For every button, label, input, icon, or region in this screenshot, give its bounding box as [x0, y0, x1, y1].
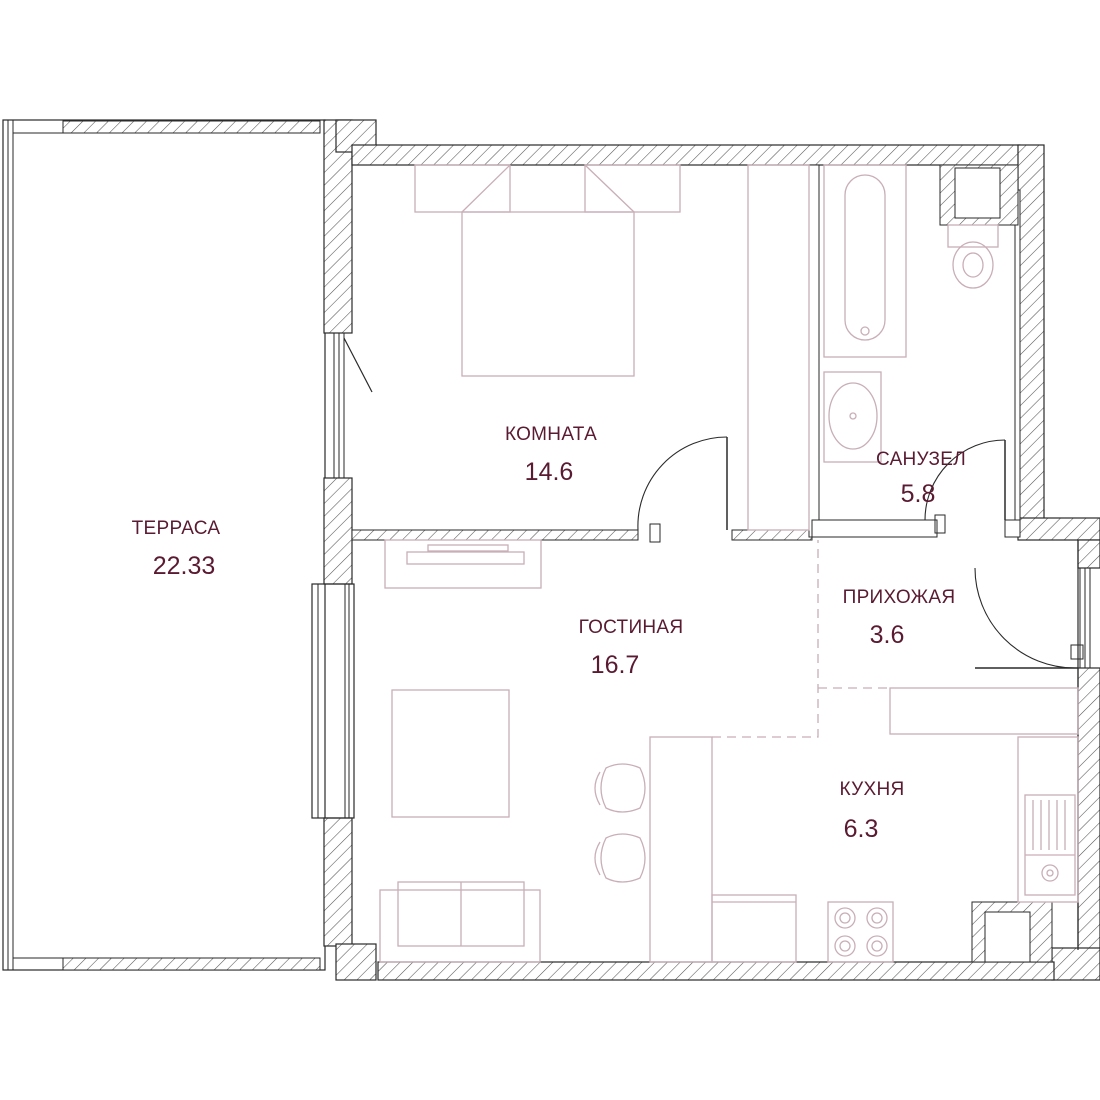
- terrace-railing: [62, 120, 321, 971]
- room-area-kitchen: 6.3: [843, 815, 879, 843]
- armchair: [391, 689, 510, 818]
- kitchen-worktop: [889, 687, 1079, 903]
- sink-unit: [823, 371, 882, 463]
- terrace-area: [2, 119, 326, 971]
- room-name-kitchen: КУХНЯ: [839, 779, 905, 800]
- room-name-hallway: ПРИХОЖАЯ: [842, 587, 956, 608]
- outer-walls: [323, 119, 1100, 981]
- bed: [414, 164, 681, 377]
- room-name-terrace: ТЕРРАСА: [131, 518, 221, 539]
- toilet: [947, 224, 999, 289]
- bedroom-window: [333, 332, 373, 479]
- room-area-terrace: 22.33: [152, 552, 216, 580]
- room-name-bedroom: КОМНАТА: [504, 424, 598, 445]
- room-area-bathroom: 5.8: [900, 480, 936, 508]
- sofa: [379, 881, 541, 963]
- bar-stools: [594, 763, 646, 883]
- bathroom-door: [924, 439, 1006, 534]
- room-area-living: 16.7: [590, 651, 640, 679]
- entrance-door: [974, 567, 1091, 669]
- fridge: [711, 894, 797, 963]
- bar-counter: [649, 736, 713, 963]
- wardrobe: [747, 164, 810, 531]
- room-name-bathroom: САНУЗЕЛ: [875, 449, 967, 470]
- room-area-hallway: 3.6: [869, 621, 905, 649]
- bedroom-door: [637, 436, 728, 543]
- living-room-window: [311, 583, 355, 819]
- kitchen-zone-boundary: [712, 540, 890, 738]
- room-area-bedroom: 14.6: [524, 458, 574, 486]
- stove: [827, 901, 894, 963]
- tv-stand: [384, 539, 542, 589]
- room-name-living: ГОСТИНАЯ: [578, 617, 684, 638]
- bathtub: [823, 164, 907, 358]
- interior-walls: [351, 164, 1079, 963]
